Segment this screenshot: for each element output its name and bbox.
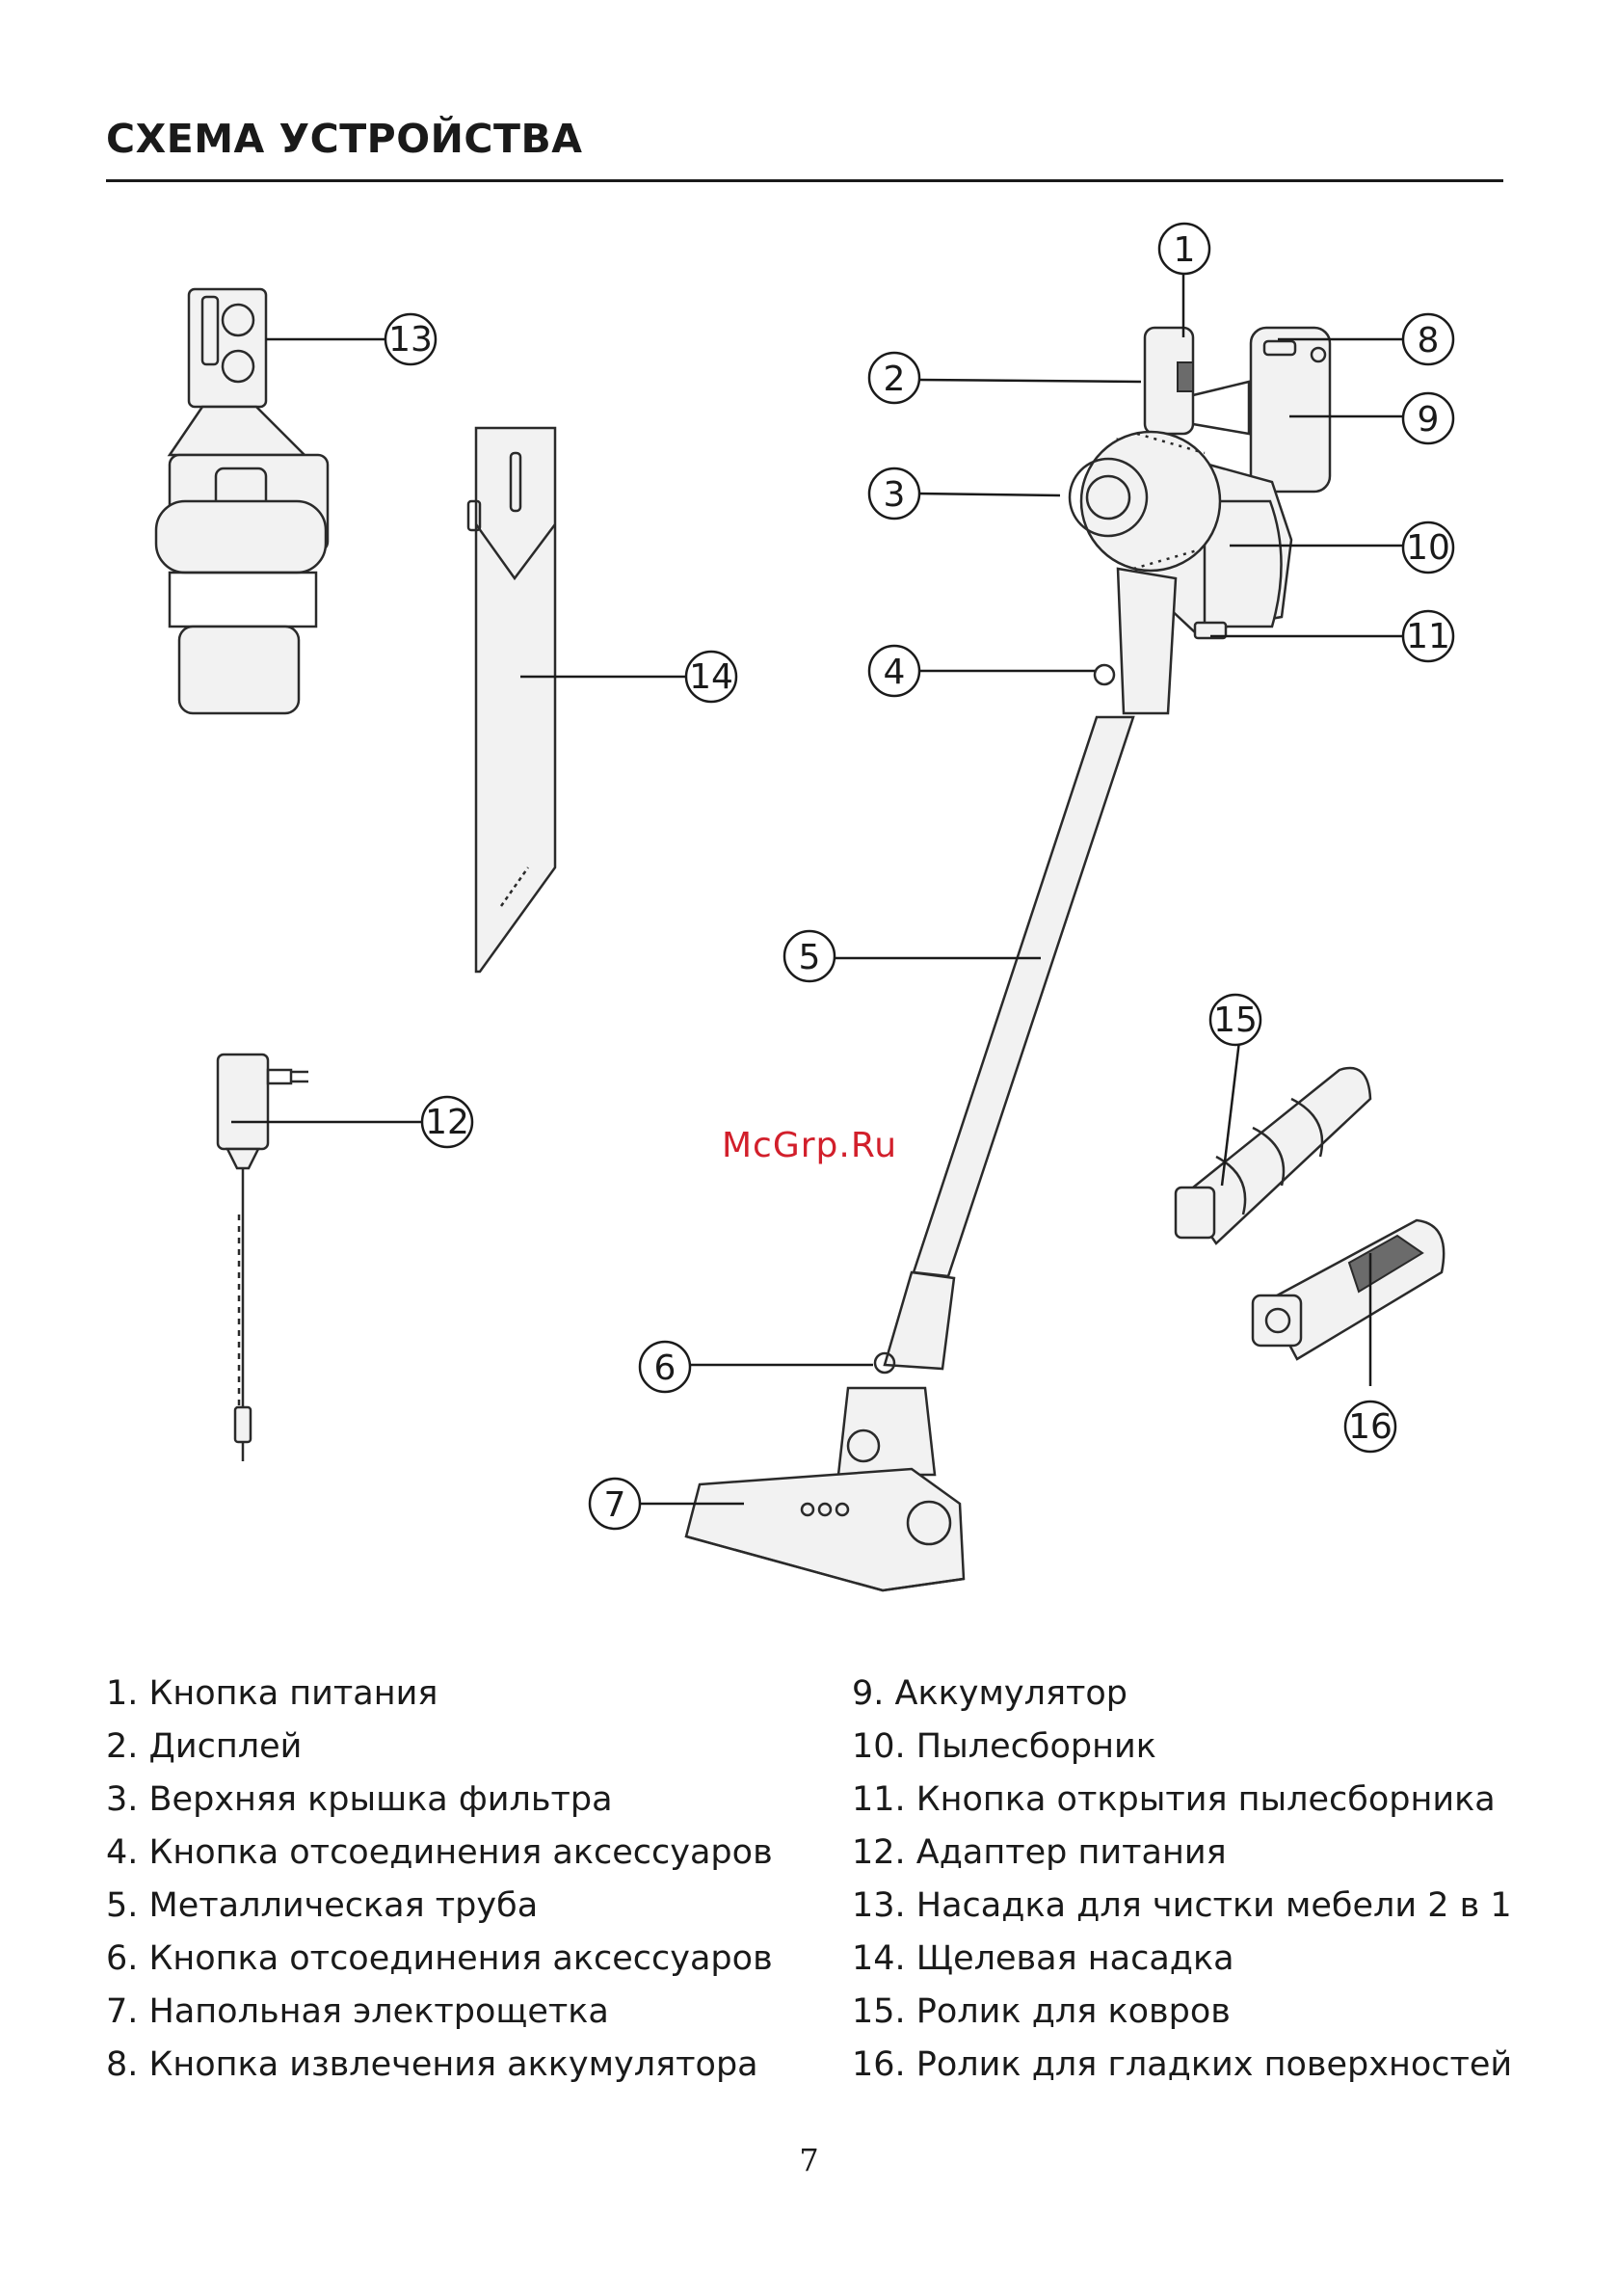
- page-title: СХЕМА УСТРОЙСТВА: [106, 116, 583, 162]
- legend-item: 9. Аккумулятор: [852, 1674, 1128, 1713]
- legend-item: 16. Ролик для гладких поверхностей: [852, 2045, 1513, 2084]
- svg-text:12: 12: [425, 1103, 469, 1142]
- legend-item: 13. Насадка для чистки мебели 2 в 1: [852, 1886, 1512, 1925]
- callout-5: 5: [782, 929, 836, 983]
- svg-text:3: 3: [884, 475, 906, 515]
- legend-item: 8. Кнопка извлечения аккумулятора: [106, 2045, 758, 2084]
- svg-text:11: 11: [1406, 617, 1450, 656]
- svg-text:2: 2: [884, 360, 906, 399]
- svg-text:10: 10: [1406, 528, 1450, 568]
- legend-item: 7. Напольная электрощетка: [106, 1992, 609, 2031]
- callout-15: 15: [1208, 993, 1262, 1047]
- svg-text:9: 9: [1418, 400, 1440, 440]
- callout-4: 4: [867, 644, 921, 698]
- legend-item: 15. Ролик для ковров: [852, 1992, 1231, 2031]
- svg-text:4: 4: [884, 653, 906, 692]
- svg-text:6: 6: [654, 1348, 676, 1388]
- legend-item: 11. Кнопка открытия пылесборника: [852, 1780, 1496, 1819]
- power-adapter-drawing: [216, 1053, 308, 1461]
- svg-text:5: 5: [799, 938, 821, 977]
- callout-6: 6: [638, 1340, 692, 1394]
- callout-13: 13: [384, 312, 438, 366]
- smooth-roller-drawing: [1251, 1218, 1446, 1361]
- crevice-tool-drawing: [466, 426, 557, 974]
- svg-text:8: 8: [1418, 321, 1440, 360]
- furniture-brush-drawing: [154, 287, 330, 715]
- svg-text:15: 15: [1213, 1001, 1258, 1040]
- svg-text:1: 1: [1174, 230, 1196, 270]
- callout-3: 3: [867, 467, 921, 521]
- callout-14: 14: [684, 650, 738, 704]
- device-diagram: 1 2 3 4 5 6 7 8 9 10 11 12: [154, 222, 1455, 1592]
- leader-lines: [231, 274, 1403, 1506]
- callout-12: 12: [420, 1095, 474, 1149]
- parts-legend-left: 1. Кнопка питания 2. Дисплей 3. Верхняя …: [106, 1668, 773, 2092]
- callout-1: 1: [1157, 222, 1211, 276]
- carpet-roller-drawing: [1174, 1066, 1372, 1245]
- legend-item: 5. Металлическая труба: [106, 1886, 539, 1925]
- callout-8: 8: [1401, 312, 1455, 366]
- legend-item: 14. Щелевая насадка: [852, 1939, 1234, 1978]
- legend-item: 2. Дисплей: [106, 1727, 303, 1766]
- legend-item: 4. Кнопка отсоединения аксессуаров: [106, 1833, 773, 1872]
- legend-item: 6. Кнопка отсоединения аксессуаров: [106, 1939, 773, 1978]
- callout-7: 7: [588, 1477, 642, 1531]
- callout-16: 16: [1343, 1400, 1397, 1454]
- svg-text:7: 7: [604, 1485, 626, 1525]
- callout-2: 2: [867, 351, 921, 405]
- callout-9: 9: [1401, 391, 1455, 445]
- svg-text:16: 16: [1348, 1407, 1393, 1447]
- vacuum-drawing: [684, 326, 1332, 1592]
- callout-11: 11: [1401, 609, 1455, 663]
- legend-item: 1. Кнопка питания: [106, 1674, 438, 1713]
- title-divider: [106, 179, 1503, 182]
- page-number: 7: [799, 2142, 819, 2178]
- legend-item: 12. Адаптер питания: [852, 1833, 1227, 1872]
- svg-text:14: 14: [689, 657, 733, 697]
- legend-item: 3. Верхняя крышка фильтра: [106, 1780, 613, 1819]
- callout-10: 10: [1401, 521, 1455, 574]
- legend-item: 10. Пылесборник: [852, 1727, 1156, 1766]
- watermark-text: McGrp.Ru: [722, 1126, 897, 1165]
- svg-text:13: 13: [388, 320, 433, 360]
- parts-legend-right: 9. Аккумулятор 10. Пылесборник 11. Кнопк…: [852, 1668, 1512, 2092]
